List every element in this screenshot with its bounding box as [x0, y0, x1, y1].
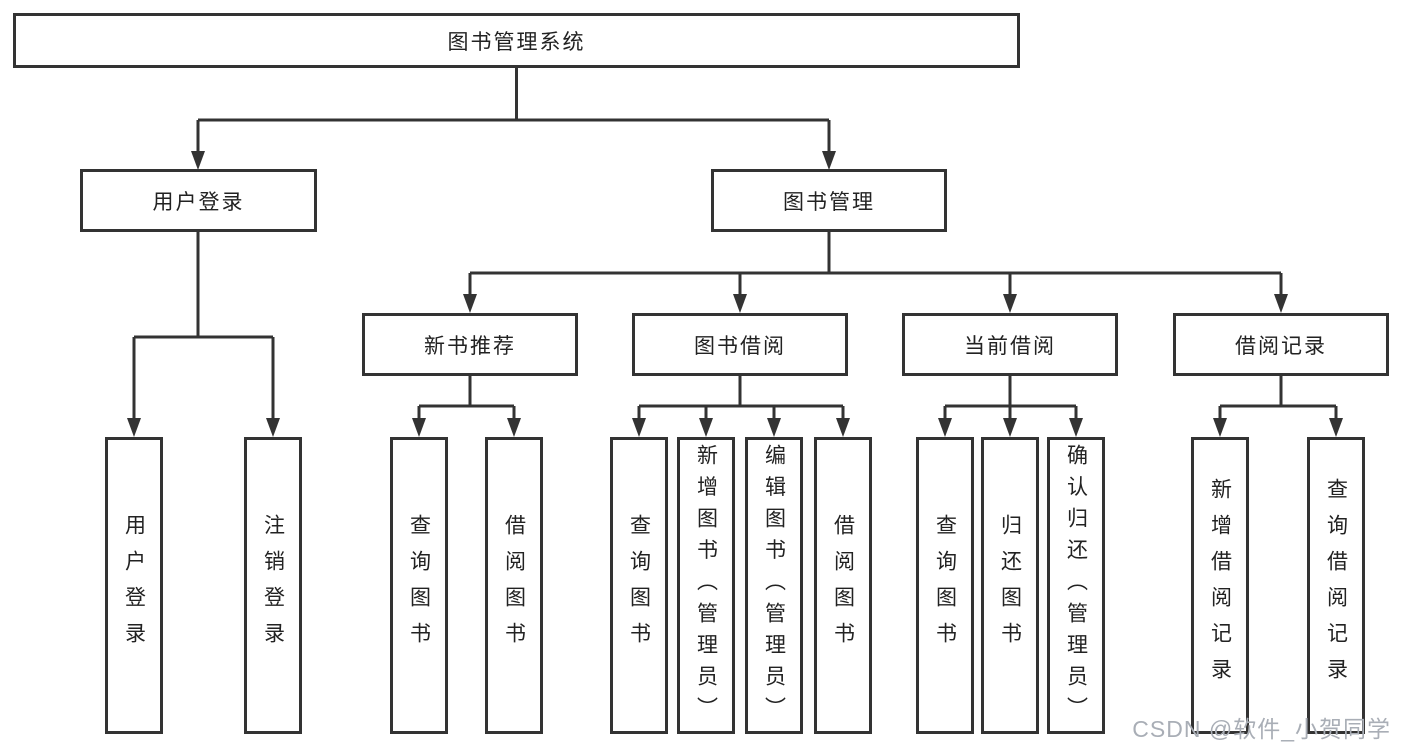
leaf-query-borrow-record-label: 查询借阅记录 — [1324, 477, 1348, 694]
leaf-borrow-books-borrowing: 借阅图书 — [814, 437, 872, 734]
connector-newbookrec-to-leaves — [417, 375, 516, 421]
node-current-borrowing-label: 当前借阅 — [964, 334, 1056, 358]
leaf-add-book-admin: 新增图书（管理员） — [677, 437, 735, 734]
node-new-book-recommend: 新书推荐 — [362, 313, 578, 376]
leaf-return-books: 归还图书 — [981, 437, 1039, 734]
node-current-borrowing: 当前借阅 — [902, 313, 1118, 376]
leaf-query-books-borrowing: 查询图书 — [610, 437, 668, 734]
connector-borrowrecords-to-leaves — [1218, 375, 1338, 421]
leaf-borrow-books-recommend: 借阅图书 — [485, 437, 543, 734]
leaf-query-borrow-record: 查询借阅记录 — [1307, 437, 1365, 734]
leaf-add-book-admin-label: 新增图书（管理员） — [694, 443, 718, 728]
connector-bookmgmt-to-level3 — [468, 232, 1283, 297]
leaf-user-login: 用户登录 — [105, 437, 163, 734]
leaf-logout: 注销登录 — [244, 437, 302, 734]
leaf-add-borrow-record-label: 新增借阅记录 — [1208, 477, 1232, 694]
leaf-confirm-return-admin: 确认归还（管理员） — [1047, 437, 1105, 734]
leaf-return-books-label: 归还图书 — [998, 513, 1022, 658]
node-book-borrowing-label: 图书借阅 — [694, 334, 786, 358]
leaf-query-books-recommend-label: 查询图书 — [407, 513, 431, 658]
csdn-watermark: CSDN @软件_小贺同学 — [1132, 716, 1391, 742]
node-new-book-recommend-label: 新书推荐 — [424, 334, 516, 358]
leaf-logout-label: 注销登录 — [261, 513, 285, 658]
connector-bookborrow-to-leaves — [637, 375, 845, 421]
node-borrowing-records: 借阅记录 — [1173, 313, 1389, 376]
connector-root-to-level2 — [196, 67, 831, 153]
leaf-borrow-books-recommend-label: 借阅图书 — [502, 513, 526, 658]
node-book-borrowing: 图书借阅 — [632, 313, 848, 376]
node-user-login: 用户登录 — [80, 169, 317, 232]
leaf-query-books-current: 查询图书 — [916, 437, 974, 734]
node-book-management-label: 图书管理 — [783, 190, 875, 214]
leaf-borrow-books-borrowing-label: 借阅图书 — [831, 513, 855, 658]
leaf-query-books-borrowing-label: 查询图书 — [627, 513, 651, 658]
leaf-add-borrow-record: 新增借阅记录 — [1191, 437, 1249, 734]
node-library-system: 图书管理系统 — [13, 13, 1020, 68]
node-library-system-label: 图书管理系统 — [447, 30, 586, 54]
leaf-edit-book-admin-label: 编辑图书（管理员） — [762, 443, 786, 728]
leaf-query-books-recommend: 查询图书 — [390, 437, 448, 734]
leaf-user-login-label: 用户登录 — [122, 513, 146, 658]
connector-userlogin-to-leaves — [132, 232, 275, 421]
node-book-management: 图书管理 — [711, 169, 947, 232]
arrow-down-icons — [127, 151, 1343, 437]
connector-currentborrow-to-leaves — [943, 375, 1078, 421]
leaf-query-books-current-label: 查询图书 — [933, 513, 957, 658]
leaf-confirm-return-admin-label: 确认归还（管理员） — [1064, 443, 1088, 728]
node-user-login-label: 用户登录 — [152, 190, 245, 214]
leaf-edit-book-admin: 编辑图书（管理员） — [745, 437, 803, 734]
node-borrowing-records-label: 借阅记录 — [1235, 334, 1327, 358]
